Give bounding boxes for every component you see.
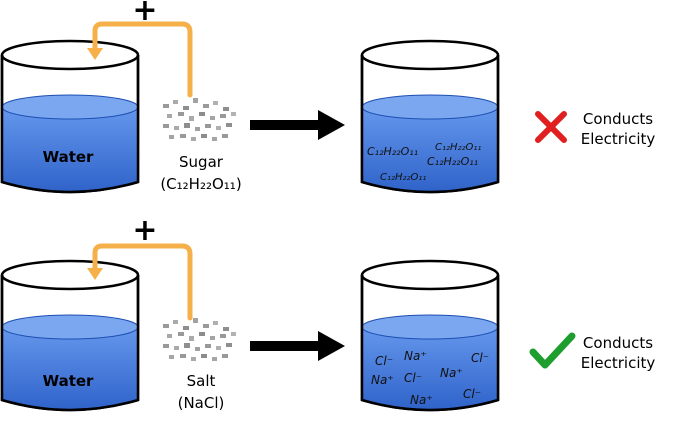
- result-text-line2: Electricity: [581, 130, 656, 148]
- result-arrow: [250, 110, 345, 140]
- ion: Cl⁻: [375, 354, 393, 368]
- solute-name: Sugar: [179, 153, 224, 171]
- ion: Cl⁻: [463, 387, 481, 401]
- row-salt: + Water Salt (NaCl) Cl⁻ Na⁺: [0, 213, 656, 412]
- pour-arrow: [92, 21, 193, 98]
- ion: Na⁺: [404, 349, 427, 363]
- plus-symbol: +: [132, 213, 157, 248]
- result-text-line2: Electricity: [581, 354, 656, 372]
- sugar-molecule: C₁₂H₂₂O₁₁: [367, 145, 418, 158]
- pour-arrow: [92, 243, 193, 321]
- solute-name: Salt: [187, 372, 216, 390]
- solute-formula: (C₁₂H₂₂O₁₁): [160, 175, 241, 193]
- result-text-line1: Conducts: [583, 334, 653, 352]
- salt-grains: [163, 318, 236, 361]
- ion: Cl⁻: [471, 351, 489, 365]
- sugar-grains: [163, 98, 236, 141]
- beaker-label: Water: [43, 372, 94, 390]
- check-icon: [529, 332, 576, 369]
- solution-beaker: C₁₂H₂₂O₁₁ C₁₂H₂₂O₁₁ C₁₂H₂₂O₁₁ C₁₂H₂₂O₁₁: [360, 39, 500, 194]
- water-beaker: Water: [0, 259, 140, 412]
- result-arrow: [250, 331, 345, 361]
- row-sugar: + Water Sugar (C₁₂H₂₂O₁₁): [0, 0, 656, 194]
- ion: Na⁺: [371, 373, 394, 387]
- solute-formula: (NaCl): [178, 394, 225, 412]
- ion: Na⁺: [410, 393, 433, 407]
- cross-icon: [535, 111, 567, 143]
- solution-beaker: Cl⁻ Na⁺ Cl⁻ Na⁺ Cl⁻ Na⁺ Na⁺ Cl⁻: [360, 259, 500, 412]
- sugar-molecule: C₁₂H₂₂O₁₁: [427, 155, 478, 168]
- sugar-molecule: C₁₂H₂₂O₁₁: [435, 142, 481, 153]
- sugar-molecule: C₁₂H₂₂O₁₁: [380, 172, 426, 183]
- ion: Cl⁻: [404, 371, 422, 385]
- ion: Na⁺: [440, 366, 463, 380]
- result-text-line1: Conducts: [583, 110, 653, 128]
- beaker-label: Water: [43, 148, 94, 166]
- water-beaker: Water: [0, 39, 140, 194]
